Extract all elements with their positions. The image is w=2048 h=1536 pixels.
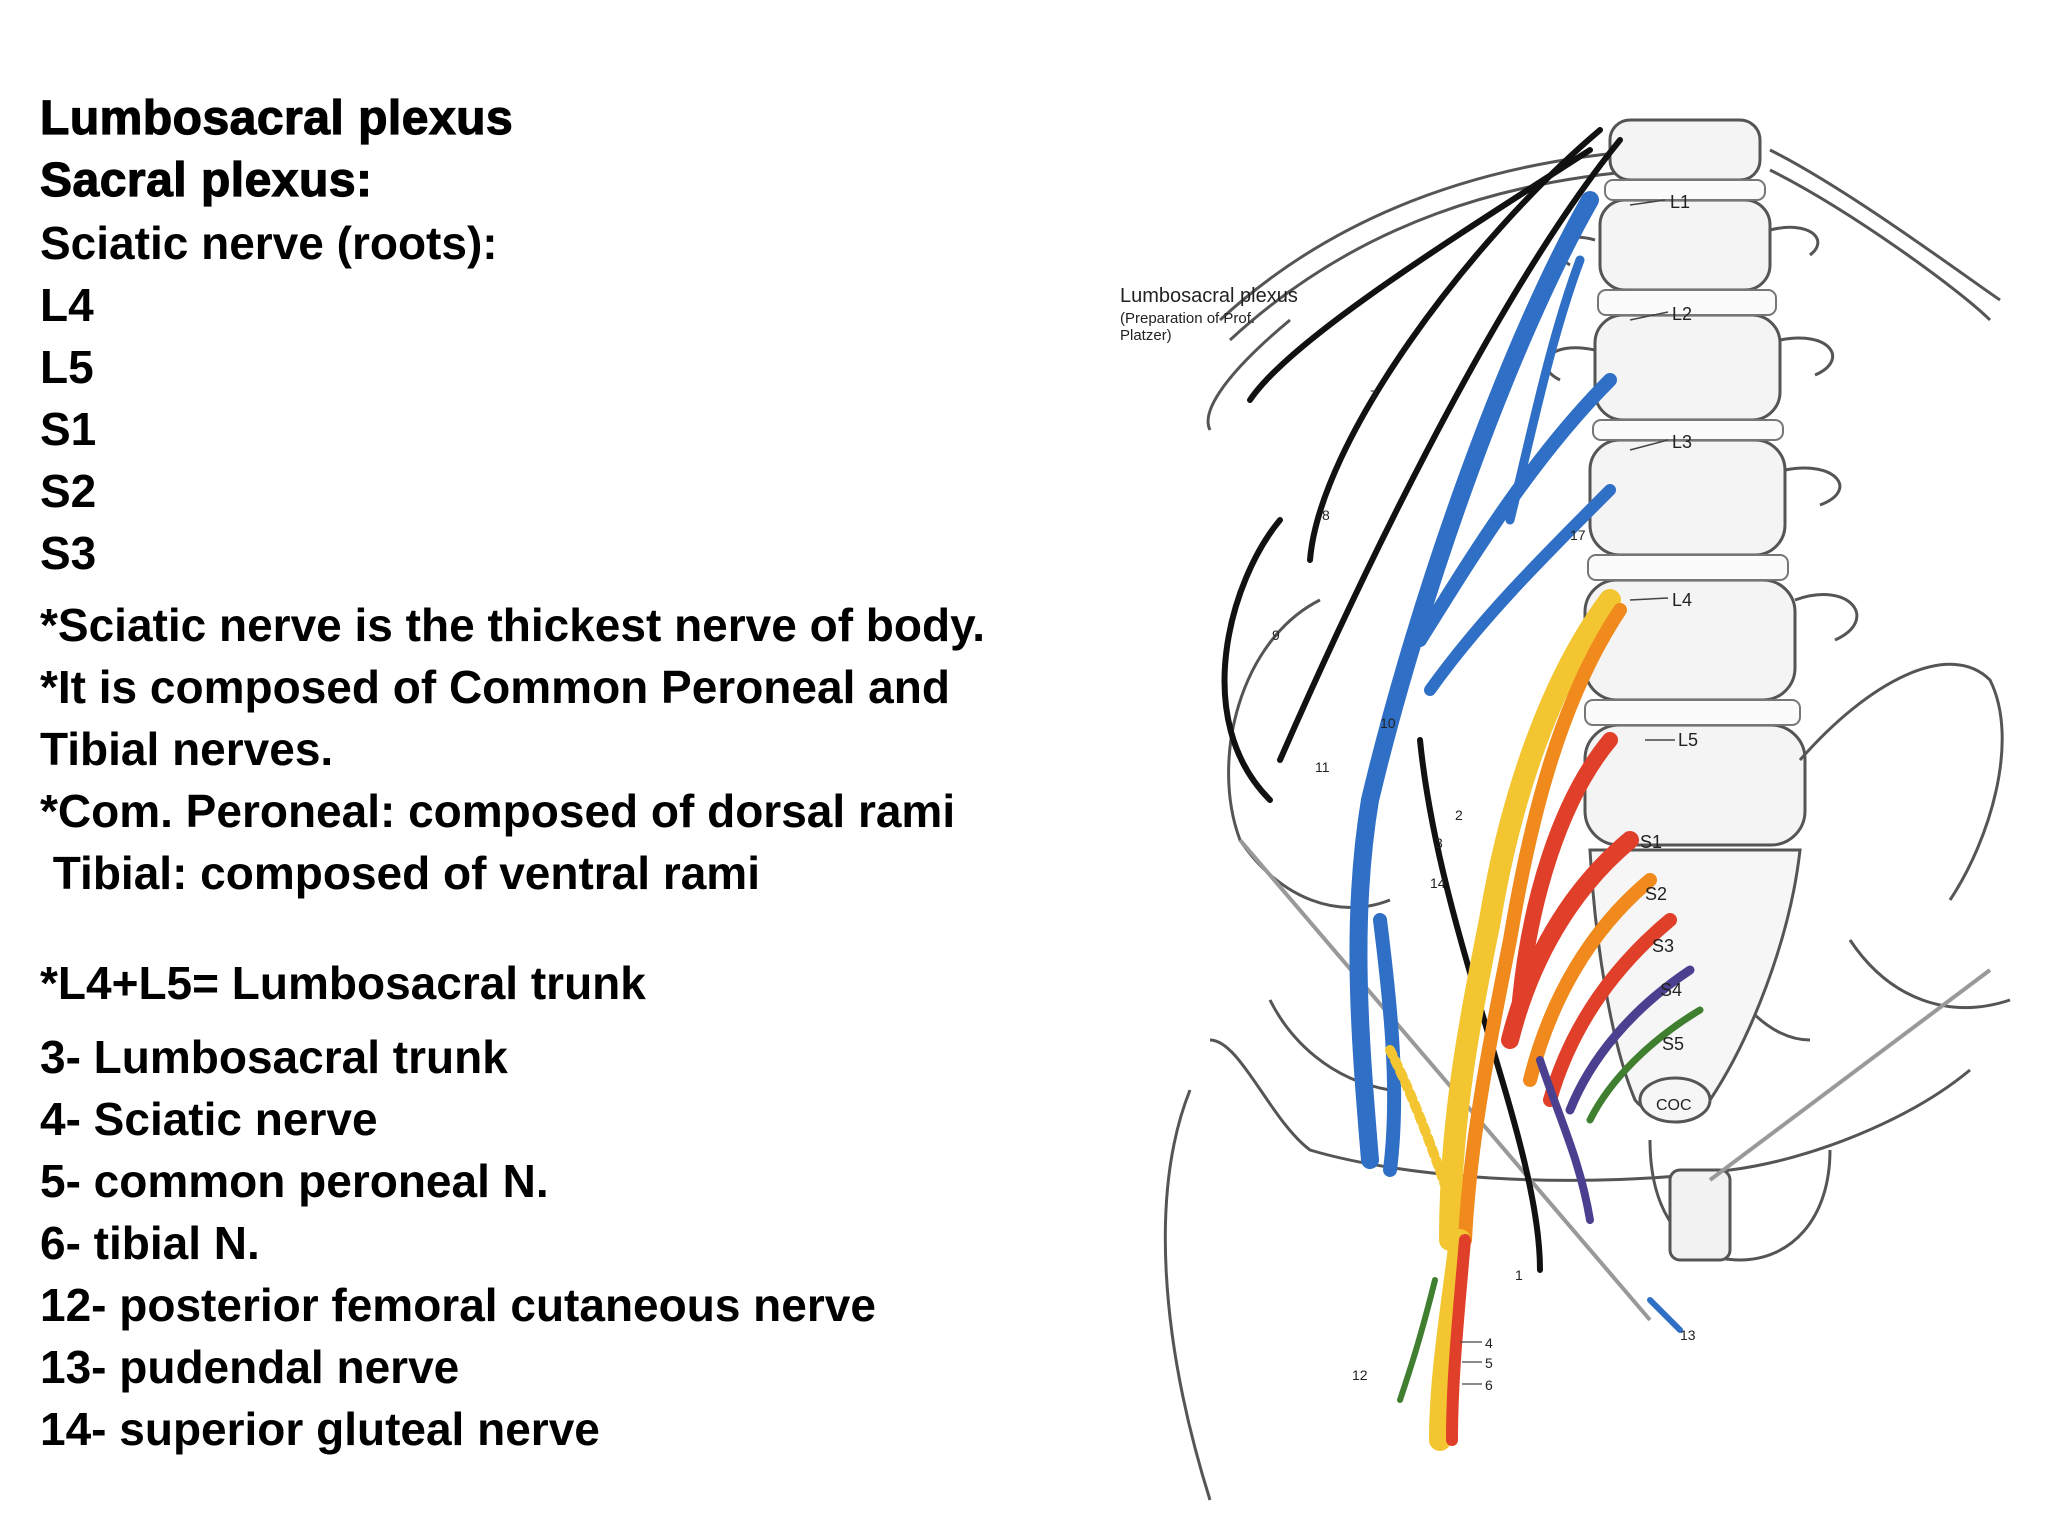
- label-coccyx: COC: [1656, 1097, 1692, 1114]
- number-label: 4: [1485, 1335, 1493, 1351]
- vertebra-labels: L1 L2 L3 L4 L5: [1670, 192, 1698, 750]
- legend-item: 13- pudendal nerve: [40, 1341, 460, 1393]
- number-label: 10: [1380, 715, 1396, 731]
- number-label: 5: [1485, 1355, 1493, 1371]
- caption-line1: Lumbosacral plexus: [1120, 285, 1298, 307]
- trunk-note: *L4+L5= Lumbosacral trunk: [40, 957, 646, 1009]
- roots-title: Sciatic nerve (roots):: [40, 217, 498, 269]
- note-line: *It is composed of Common Peroneal and: [40, 661, 950, 713]
- legend-item: 3- Lumbosacral trunk: [40, 1031, 508, 1083]
- plexus-illustration: Lumbosacral plexus (Preparation of Prof.…: [1090, 40, 2040, 1510]
- number-label: 11: [1315, 759, 1330, 775]
- number-label: 13: [1680, 1327, 1696, 1343]
- sacral-labels: S1 S2 S3 S4 S5 COC: [1640, 832, 1692, 1114]
- heading-lumbosacral-plexus: Lumbosacral plexus: [39, 91, 514, 145]
- legend-item: 6- tibial N.: [40, 1217, 260, 1269]
- probe: [1238, 838, 1652, 1322]
- label-L4: L4: [1672, 590, 1692, 610]
- leader-lines: [1629, 199, 1675, 741]
- legend-item: 12- posterior femoral cutaneous nerve: [40, 1279, 876, 1331]
- blue-nerves: [1349, 191, 1683, 1333]
- vertebral-column: [1583, 118, 1807, 847]
- number-label: 17: [1570, 527, 1586, 543]
- number-label: 6: [1485, 1377, 1493, 1393]
- number-label: 14: [1430, 875, 1446, 891]
- number-leaders: [1460, 1341, 1482, 1385]
- probe: [1708, 968, 1992, 1182]
- root-item: S2: [40, 465, 97, 517]
- label-L1: L1: [1670, 192, 1690, 212]
- sacral-plexus-nerves: [1385, 589, 1704, 1451]
- heading-sacral-plexus: Sacral plexus:: [39, 153, 373, 207]
- number-label: 3: [1435, 835, 1443, 851]
- black-nerves: [1221, 127, 1623, 1273]
- plexus-drawing: Lumbosacral plexus (Preparation of Prof.…: [1120, 118, 2011, 1501]
- note-line: Tibial: composed of ventral rami: [40, 847, 760, 899]
- caption-line3: Platzer): [1120, 327, 1172, 344]
- intervertebral-discs: [1584, 179, 1801, 726]
- root-item: L4: [40, 279, 94, 331]
- legend-item: 4- Sciatic nerve: [40, 1093, 378, 1145]
- label-L2: L2: [1672, 304, 1692, 324]
- label-S3: S3: [1652, 936, 1674, 956]
- number-label: 9: [1272, 627, 1280, 643]
- number-label: 1: [1515, 1267, 1523, 1283]
- label-S4: S4: [1660, 980, 1682, 1000]
- note-line: *Com. Peroneal: composed of dorsal rami: [40, 785, 956, 837]
- number-labels: 1 2 3 4 5 6 7 8 9 10 11 12 13 14 17: [1272, 387, 1696, 1393]
- number-label: 7: [1370, 387, 1378, 403]
- sacrum: [1588, 848, 1802, 1124]
- caption-line2: (Preparation of Prof.: [1120, 310, 1255, 327]
- pelvis: [1163, 598, 2011, 1501]
- root-item: S1: [40, 403, 97, 455]
- note-line: Tibial nerves.: [40, 723, 334, 775]
- root-item: S3: [40, 527, 97, 579]
- note-line: *Sciatic nerve is the thickest nerve of …: [40, 599, 986, 651]
- text-column: Lumbosacral plexus Sacral plexus: Sciati…: [39, 88, 1120, 1460]
- pubic-symphysis: [1668, 1168, 1732, 1262]
- number-label: 8: [1322, 507, 1330, 523]
- root-item: L5: [40, 341, 94, 393]
- number-label: 12: [1352, 1367, 1368, 1383]
- label-S5: S5: [1662, 1034, 1684, 1054]
- label-S1: S1: [1640, 832, 1662, 852]
- figure-caption: Lumbosacral plexus (Preparation of Prof.…: [1120, 285, 1298, 344]
- legend-item: 14- superior gluteal nerve: [40, 1403, 600, 1455]
- label-L5: L5: [1678, 730, 1698, 750]
- label-L3: L3: [1672, 432, 1692, 452]
- label-S2: S2: [1645, 884, 1667, 904]
- number-label: 2: [1455, 807, 1463, 823]
- legend-item: 5- common peroneal N.: [40, 1155, 549, 1207]
